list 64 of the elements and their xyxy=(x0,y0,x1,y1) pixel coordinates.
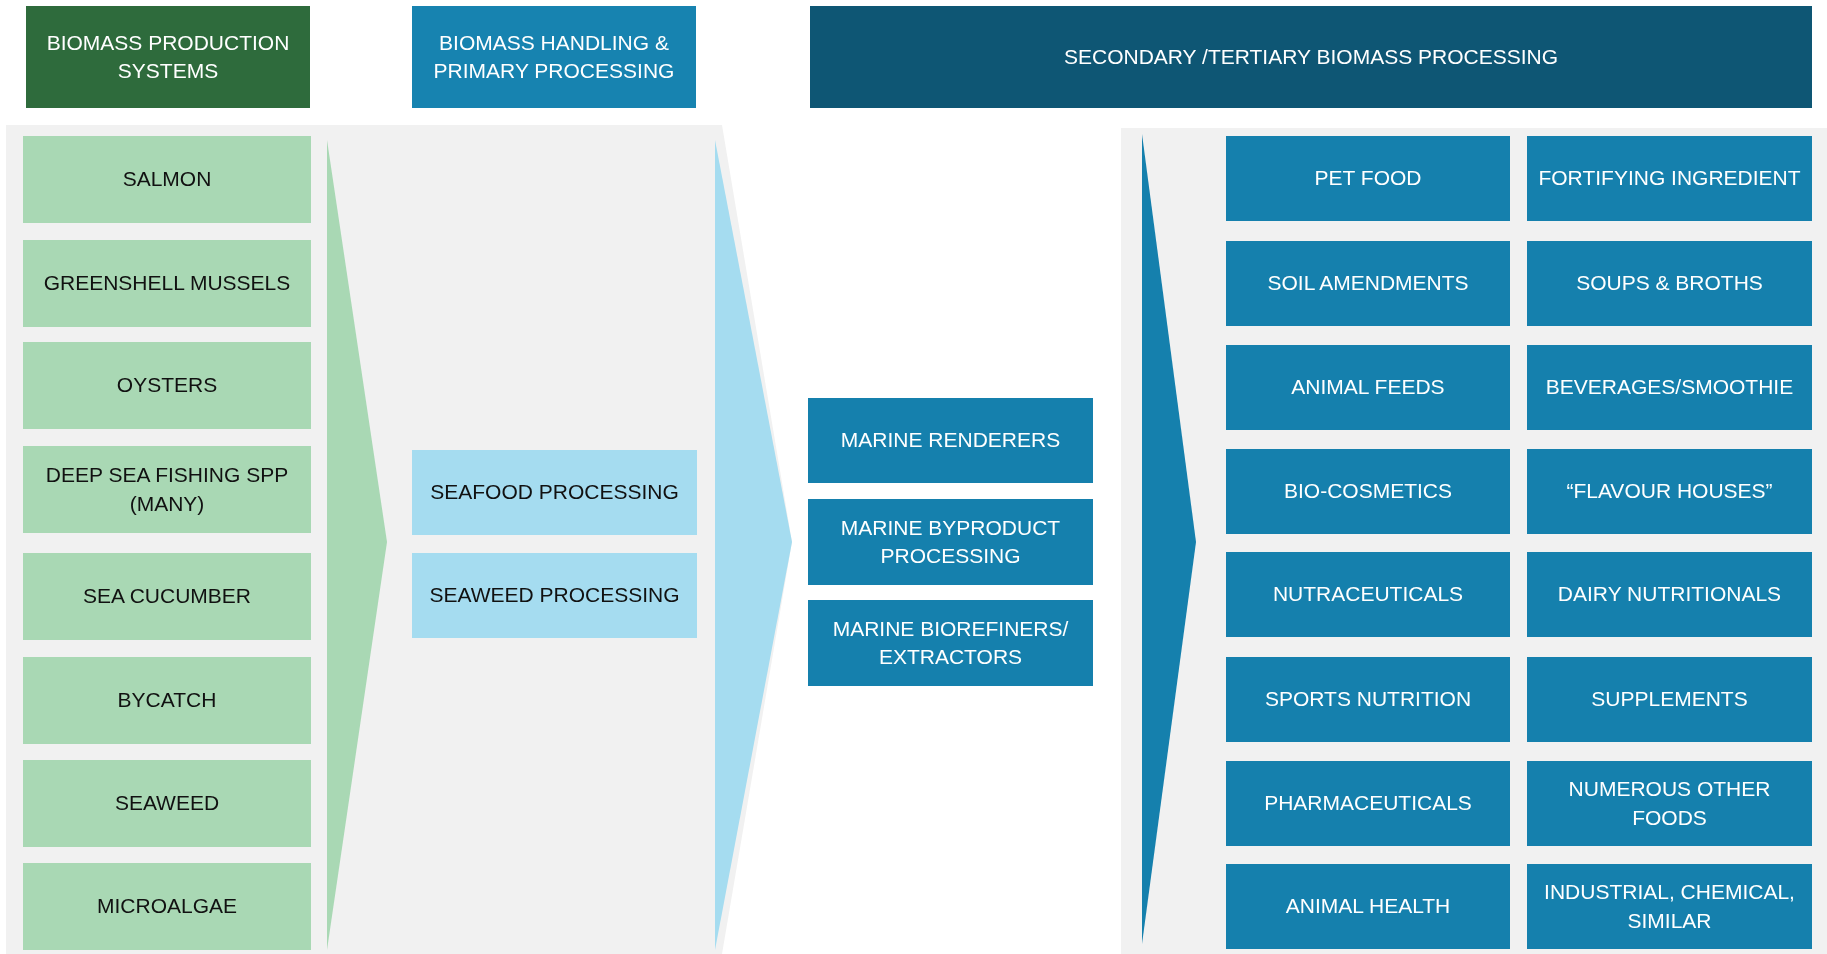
box-label: ANIMAL FEEDS xyxy=(1291,374,1445,401)
source-box xyxy=(23,760,311,847)
process-box xyxy=(808,499,1093,585)
column-heading: BIOMASS PRODUCTION SYSTEMS xyxy=(45,29,291,84)
box-label: ANIMAL HEALTH xyxy=(1285,893,1451,920)
box-label: DEEP SEA FISHING SPP (MANY) xyxy=(44,462,290,517)
product-box xyxy=(1226,449,1510,534)
box-label: “FLAVOUR HOUSES” xyxy=(1566,478,1773,505)
box-label: NUMEROUS OTHER FOODS xyxy=(1567,776,1772,831)
box-label: SEAFOOD PROCESSING xyxy=(430,479,679,506)
box-label: MARINE RENDERERS xyxy=(840,427,1061,454)
box-label: SUPPLEMENTS xyxy=(1591,686,1748,713)
source-box xyxy=(23,136,311,223)
box-label: DAIRY NUTRITIONALS xyxy=(1557,581,1782,608)
box-label: SEA CUCUMBER xyxy=(83,583,251,610)
process-box xyxy=(412,553,697,638)
product-box xyxy=(1527,241,1812,326)
product-box xyxy=(1226,761,1510,846)
product-box xyxy=(1527,136,1812,221)
product-box xyxy=(1527,449,1812,534)
product-box xyxy=(1226,136,1510,221)
box-label: GREENSHELL MUSSELS xyxy=(43,270,291,297)
source-box xyxy=(23,657,311,744)
product-box xyxy=(1226,241,1510,326)
box-label: BYCATCH xyxy=(117,687,217,714)
product-box xyxy=(1527,345,1812,430)
box-label: BIO-COSMETICS xyxy=(1284,478,1452,505)
header-box xyxy=(412,6,696,108)
box-label: SPORTS NUTRITION xyxy=(1264,686,1472,713)
header-box xyxy=(810,6,1812,108)
header-box xyxy=(26,6,310,108)
source-box xyxy=(23,342,311,429)
box-label: NUTRACEUTICALS xyxy=(1272,581,1464,608)
box-label: SOUPS & BROTHS xyxy=(1576,270,1763,297)
box-label: PET FOOD xyxy=(1314,165,1422,192)
product-box xyxy=(1527,552,1812,637)
product-box xyxy=(1226,657,1510,742)
box-label: MICROALGAE xyxy=(97,893,237,920)
box-label: MARINE BIOREFINERS/ EXTRACTORS xyxy=(831,615,1070,670)
box-label: INDUSTRIAL, CHEMICAL, SIMILAR xyxy=(1543,879,1796,934)
box-label: OYSTERS xyxy=(116,372,218,399)
box-label: FORTIFYING INGREDIENT xyxy=(1538,165,1801,192)
box-label: SALMON xyxy=(122,166,212,193)
box-label: BEVERAGES/SMOOTHIE xyxy=(1545,374,1794,401)
source-box xyxy=(23,863,311,950)
box-label: PHARMACEUTICALS xyxy=(1264,790,1472,817)
process-box xyxy=(412,450,697,535)
product-box xyxy=(1527,657,1812,742)
source-box xyxy=(23,553,311,640)
product-box xyxy=(1226,345,1510,430)
process-box xyxy=(808,600,1093,686)
box-label: SOIL AMENDMENTS xyxy=(1267,270,1469,297)
column-heading: BIOMASS HANDLING & PRIMARY PROCESSING xyxy=(432,29,676,84)
product-box xyxy=(1226,864,1510,949)
product-box xyxy=(1527,864,1812,949)
product-box xyxy=(1527,761,1812,846)
box-label: SEAWEED PROCESSING xyxy=(429,582,680,609)
box-label: SEAWEED xyxy=(114,790,220,817)
source-box xyxy=(23,446,311,533)
process-box xyxy=(808,398,1093,483)
product-box xyxy=(1226,552,1510,637)
column-heading: SECONDARY /TERTIARY BIOMASS PROCESSING xyxy=(1064,43,1558,70)
box-label: MARINE BYPRODUCT PROCESSING xyxy=(839,514,1062,569)
source-box xyxy=(23,240,311,327)
